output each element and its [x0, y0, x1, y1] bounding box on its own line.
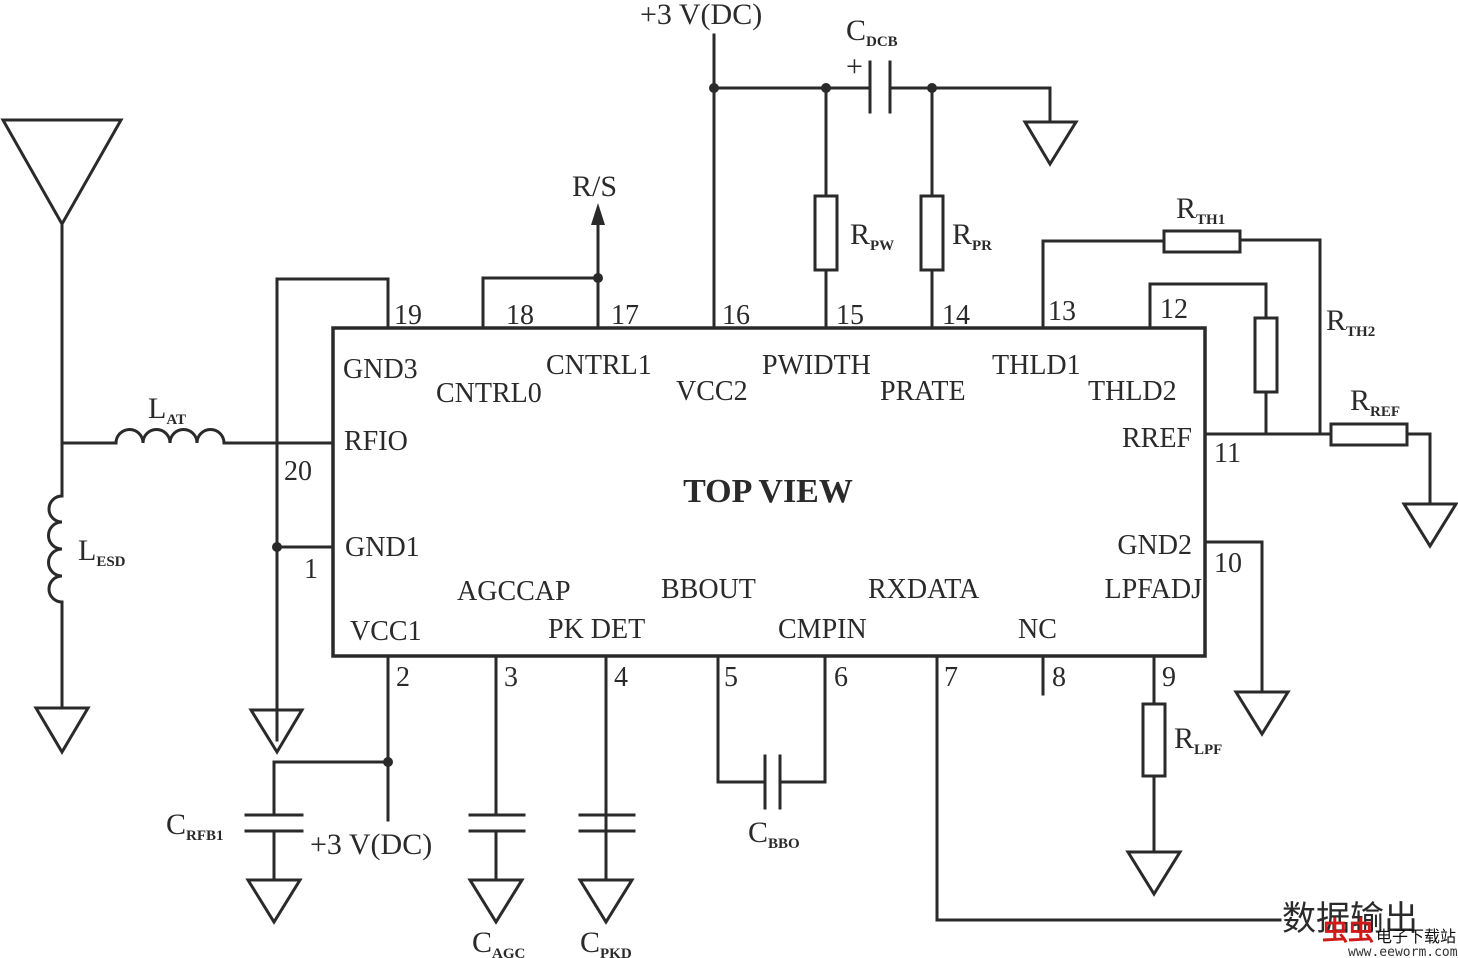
cbbo-label: CBBO [748, 816, 800, 852]
ground-icon [577, 878, 635, 925]
pin-9-label: 9 [1162, 662, 1176, 693]
ground-icon [248, 708, 305, 755]
pin-15-label: 15 [836, 300, 864, 331]
signal-vcc2: VCC2 [676, 376, 748, 407]
ground-icon [245, 878, 303, 925]
ground-icon [467, 878, 525, 925]
signal-bbout: BBOUT [661, 574, 756, 605]
rs-label: R/S [572, 170, 617, 203]
pin-6-label: 6 [834, 662, 848, 693]
ground-icon [33, 706, 91, 755]
capacitor-cbbo [716, 654, 827, 810]
cpkd-label: CPKD [580, 926, 632, 958]
signal-gnd2: GND2 [1117, 530, 1192, 561]
signal-thld1: THLD1 [992, 350, 1081, 381]
pin-16-label: 16 [722, 300, 750, 331]
net-rref [1203, 422, 1432, 506]
capacitor-cdcb [868, 60, 892, 114]
arrow-up-icon [591, 203, 605, 225]
resistor-rpw [813, 86, 839, 330]
pin-11-label: 11 [1214, 438, 1241, 469]
supply-bottom-label: +3 V(DC) [310, 828, 432, 861]
signal-rfio: RFIO [344, 426, 408, 457]
signal-agccap: AGCCAP [457, 576, 571, 607]
rpw-label: RPW [850, 218, 894, 254]
pin-1-label: 1 [304, 554, 318, 585]
resistor-rpr [919, 86, 945, 330]
resistor-rth2 [1148, 282, 1279, 436]
signal-gnd1: GND1 [345, 532, 420, 563]
pin-18-label: 18 [506, 300, 534, 331]
pin-10-label: 10 [1214, 548, 1242, 579]
ground-icon [1022, 120, 1079, 167]
signal-cmpin: CMPIN [778, 614, 867, 645]
net-pin1 [272, 542, 335, 552]
ground-icon [1401, 502, 1458, 549]
net-antenna [60, 222, 335, 710]
cagc-label: CAGC [472, 926, 525, 958]
pin-13-label: 13 [1048, 296, 1076, 327]
net-pin19 [275, 277, 390, 742]
pin-4-label: 4 [614, 662, 628, 693]
cdcb-label: CDCB [846, 14, 898, 50]
pin-7-label: 7 [944, 662, 958, 693]
signal-cntrl1: CNTRL1 [546, 350, 652, 381]
signal-vcc1: VCC1 [350, 616, 422, 647]
rth1-label: RTH1 [1176, 192, 1225, 228]
pin-12-label: 12 [1160, 294, 1188, 325]
watermark-name: 电子下载站 [1376, 927, 1456, 946]
signal-pwidth: PWIDTH [762, 350, 871, 381]
pin-17-label: 17 [611, 300, 639, 331]
pin-3-label: 3 [504, 662, 518, 693]
watermark: 虫虫 电子下载站 www.eeworm.com [1322, 917, 1458, 958]
ground-icon [1233, 690, 1291, 737]
signal-thld2: THLD2 [1088, 376, 1177, 407]
pin-2-label: 2 [396, 662, 410, 693]
rpr-label: RPR [952, 218, 992, 254]
net-pin18-17 [481, 220, 603, 330]
signal-nc: NC [1018, 614, 1057, 645]
signal-gnd3: GND3 [343, 354, 418, 385]
signal-rxdata: RXDATA [868, 574, 980, 605]
lesd-label: LESD [78, 534, 126, 570]
resistor-rth1 [1041, 229, 1322, 436]
net-data-output [935, 654, 1282, 922]
inductor-lat [114, 428, 226, 445]
supply-top-label: +3 V(DC) [640, 0, 762, 31]
pin-14-label: 14 [942, 300, 970, 331]
inductor-lesd [47, 494, 64, 604]
pin-8-label: 8 [1052, 662, 1066, 693]
signal-cntrl0: CNTRL0 [436, 378, 542, 409]
ground-icon [1125, 850, 1183, 897]
net-vcc-top [709, 33, 1052, 330]
pin-19-label: 19 [394, 300, 422, 331]
resistor-rlpf [1141, 654, 1167, 854]
cdcb-polarity: + [846, 50, 863, 83]
net-pin10 [1203, 540, 1264, 694]
signal-rref: RREF [1122, 423, 1192, 454]
data-output-label: 数据输出 [1282, 899, 1418, 939]
capacitor-cagc [468, 654, 526, 882]
rref-label: RREF [1350, 384, 1400, 420]
rlpf-label: RLPF [1174, 722, 1222, 758]
capacitor-cpkd [578, 654, 636, 882]
antenna-icon [0, 118, 124, 228]
ic-title: TOP VIEW [683, 473, 853, 510]
rth2-label: RTH2 [1326, 304, 1375, 340]
watermark-logo: 虫虫 [1322, 917, 1374, 947]
ic-body [331, 326, 1207, 658]
signal-pkdet: PK DET [548, 614, 645, 645]
watermark-url: www.eeworm.com [1348, 945, 1458, 958]
pin-5-label: 5 [724, 662, 738, 693]
crfb1-label: CRFB1 [166, 808, 224, 844]
lat-label: LAT [148, 392, 186, 428]
pin-20-label: 20 [284, 456, 312, 487]
signal-lpfadj: LPFADJ [1104, 574, 1202, 605]
net-pin2 [244, 654, 393, 882]
signal-prate: PRATE [880, 376, 966, 407]
